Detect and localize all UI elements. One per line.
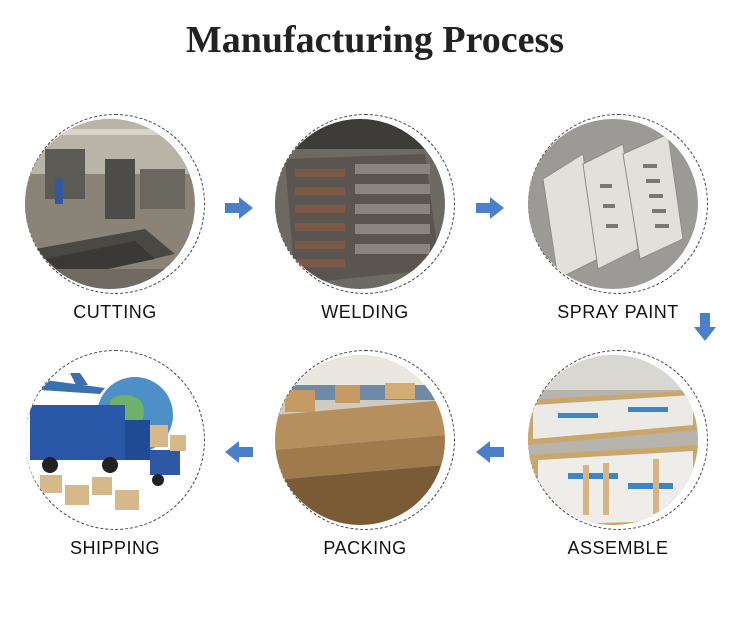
step-label: CUTTING bbox=[73, 302, 157, 322]
cutting-workshop-photo bbox=[25, 119, 195, 289]
right-arrow-icon bbox=[476, 197, 504, 219]
page-title: Manufacturing Process bbox=[185, 19, 565, 61]
packing-boxes-photo bbox=[275, 355, 445, 525]
step-label: ASSEMBLE bbox=[567, 538, 669, 558]
left-arrow-icon bbox=[225, 441, 253, 463]
step-assemble: ASSEMBLE bbox=[523, 350, 713, 590]
step-packing: PACKING bbox=[270, 350, 460, 590]
step-label: PACKING bbox=[323, 538, 407, 558]
left-arrow-icon bbox=[476, 441, 504, 463]
step-label: WELDING bbox=[321, 302, 409, 322]
step-welding: WELDING bbox=[270, 114, 460, 354]
spray-paint-panels-photo bbox=[528, 119, 698, 289]
step-label: SHIPPING bbox=[69, 538, 161, 558]
assembly-shelves-photo bbox=[528, 355, 698, 525]
right-arrow-icon bbox=[225, 197, 253, 219]
step-cutting: CUTTING bbox=[20, 114, 210, 354]
welding-stack-photo bbox=[275, 119, 445, 289]
step-label: SPRAY PAINT bbox=[557, 302, 679, 322]
step-spray-paint: SPRAY PAINT bbox=[523, 114, 713, 354]
step-shipping: SHIPPING bbox=[20, 350, 210, 590]
shipping-logistics-photo bbox=[25, 355, 195, 525]
down-arrow-icon bbox=[694, 313, 716, 341]
